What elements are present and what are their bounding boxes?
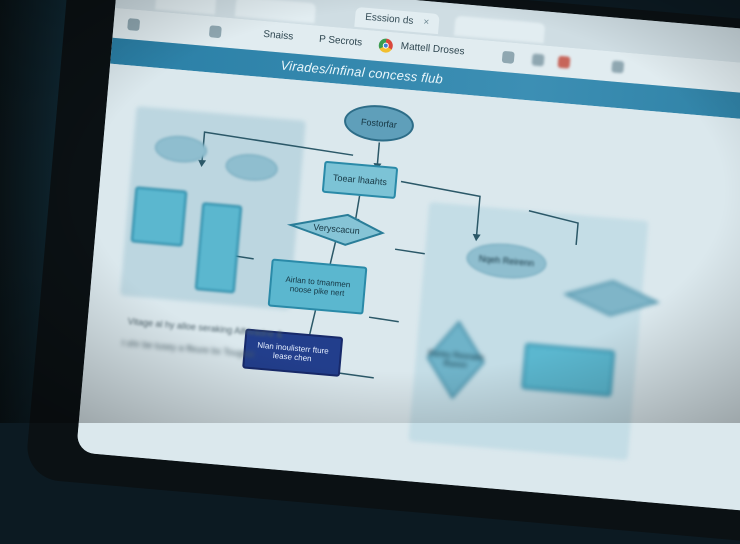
final-label: Nlan inoulisterr fture lease chen bbox=[257, 340, 330, 364]
chrome-icon[interactable] bbox=[378, 38, 394, 54]
bookmark-icon[interactable] bbox=[127, 18, 141, 32]
right-rect-node[interactable] bbox=[521, 342, 616, 397]
settings-icon[interactable] bbox=[531, 53, 545, 67]
diamond-shape bbox=[426, 320, 485, 400]
flowchart-process-box[interactable]: Toear lhaahts bbox=[321, 160, 399, 200]
record-icon[interactable] bbox=[557, 55, 571, 69]
arrowhead bbox=[198, 159, 207, 168]
connector-io-right bbox=[368, 316, 399, 323]
close-icon[interactable]: × bbox=[422, 16, 430, 29]
connector-far-right bbox=[528, 209, 579, 246]
connector-io-final bbox=[308, 310, 317, 338]
left-tall-node[interactable] bbox=[194, 202, 243, 294]
process-label: Toear lhaahts bbox=[332, 172, 388, 188]
right-diamond-node[interactable] bbox=[560, 274, 663, 323]
connector-final-right bbox=[334, 371, 374, 379]
tab-title: Esssion ds bbox=[364, 11, 414, 27]
flowchart-io-box[interactable]: Airlan to tmanmen noose pike nert bbox=[267, 258, 368, 315]
monitor-screen: Esssion ds × Snaiss P Secrots Mattell Dro… bbox=[76, 0, 740, 514]
start-label: Fostorfar bbox=[360, 116, 398, 130]
flowchart-decision-diamond[interactable]: Veryscacun bbox=[285, 208, 388, 251]
io-label: Airlan to tmanmen noose pike nert bbox=[285, 274, 351, 298]
more-icon[interactable] bbox=[611, 60, 625, 74]
toolbar-item-1[interactable]: Snaiss bbox=[262, 28, 294, 43]
connector-decision-right bbox=[394, 248, 425, 255]
arrowhead bbox=[472, 233, 481, 242]
toolbar-item-3[interactable]: Mattell Droses bbox=[400, 40, 465, 58]
diamond-shape bbox=[286, 213, 386, 246]
flowchart-canvas: Fostorfar Toear lhaahts Veryscacun Airla… bbox=[76, 63, 740, 514]
right-lower-diamond[interactable]: Rariey Resnaiin Ronnn bbox=[422, 317, 489, 402]
diamond-shape bbox=[562, 280, 661, 317]
menu-icon[interactable] bbox=[501, 50, 515, 64]
left-rect-node[interactable] bbox=[130, 186, 188, 247]
right-oval-label: Nqeh Reirenn bbox=[478, 253, 535, 269]
extension-icon[interactable] bbox=[208, 25, 222, 39]
connector-start-process bbox=[376, 142, 381, 166]
connector-right-branch bbox=[400, 180, 481, 237]
toolbar-item-2[interactable]: P Secrots bbox=[318, 33, 363, 49]
connector-process-decision bbox=[354, 195, 361, 221]
